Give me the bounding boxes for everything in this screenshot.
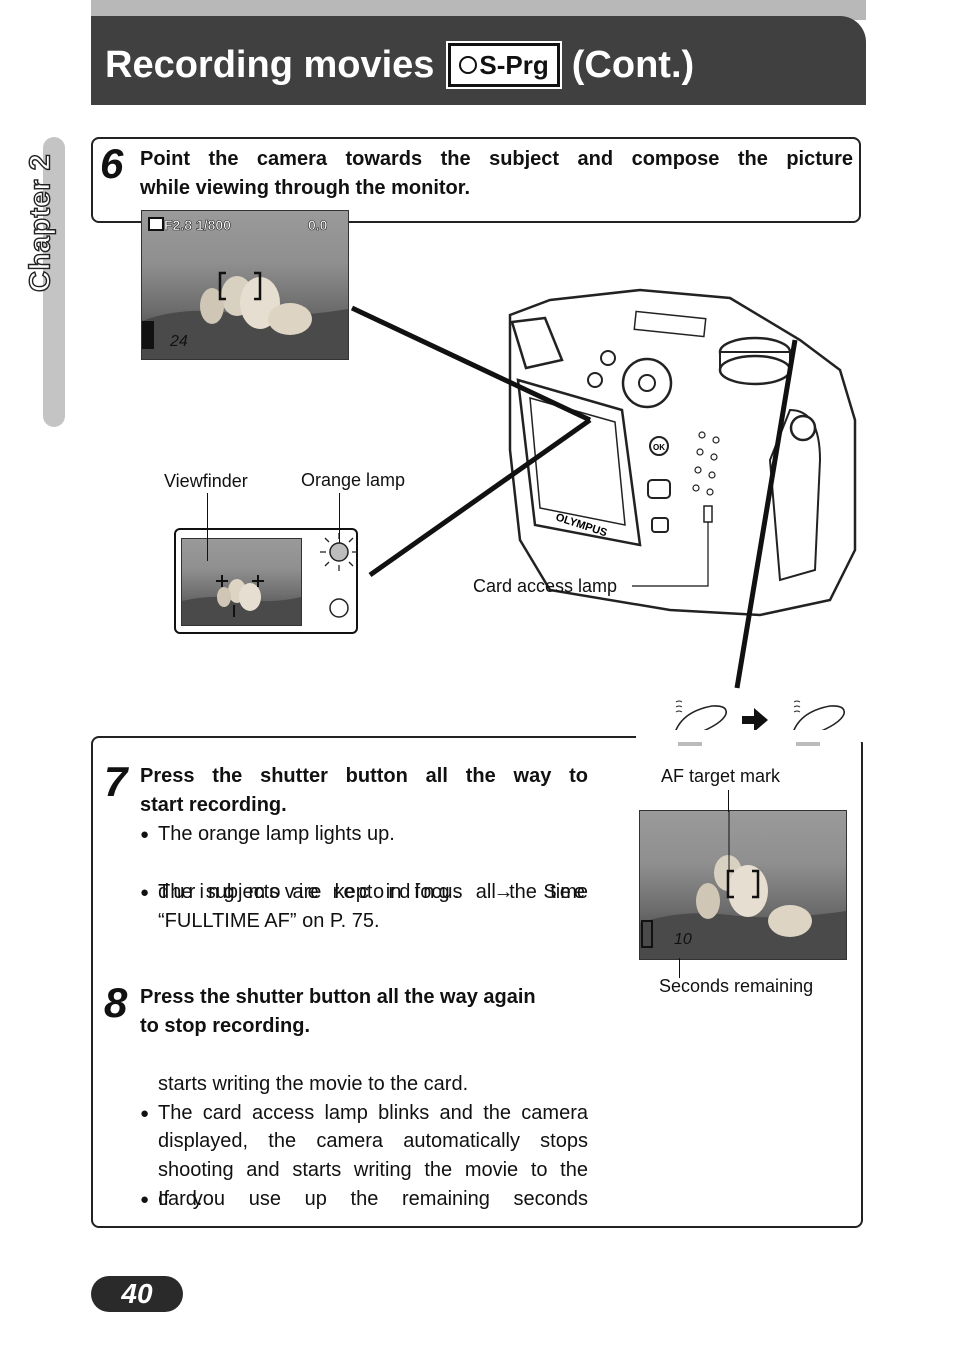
af-target-image: 10 bbox=[639, 810, 847, 960]
step7-b2-text: during movie recording. bbox=[158, 881, 464, 903]
movie-mode-icon bbox=[148, 217, 164, 231]
mode-badge-text: S-Prg bbox=[479, 49, 549, 80]
monitor-scene bbox=[142, 271, 348, 359]
seconds-leader bbox=[679, 958, 680, 978]
step6-number: 6 bbox=[100, 140, 124, 187]
header-top-strip bbox=[91, 0, 866, 20]
step8-bullet2-line3: shooting and starts writing the movie to… bbox=[158, 1159, 588, 1181]
camera-button-icon bbox=[647, 479, 671, 499]
macro-button-icon bbox=[587, 372, 603, 388]
step7-b2-arrow: → bbox=[493, 881, 514, 903]
step8-number: 8 bbox=[104, 979, 128, 1026]
page-title-suffix: (Cont.) bbox=[571, 43, 695, 86]
step7-number: 7 bbox=[104, 758, 128, 805]
label-card-access-lamp: Card access lamp bbox=[473, 576, 618, 596]
steps-7-8-box bbox=[91, 736, 863, 1228]
step7-bullet1: The orange lamp lights up. bbox=[140, 820, 606, 849]
card-access-lamp-icon bbox=[703, 505, 713, 523]
label-viewfinder: Viewfinder bbox=[164, 471, 248, 491]
chapter-label: Chapter 2 bbox=[24, 153, 57, 293]
page-number: 40 bbox=[91, 1276, 183, 1312]
flash-button-icon bbox=[600, 350, 616, 366]
ok-button-icon bbox=[649, 436, 669, 456]
step8-bullet2-line4: card. bbox=[158, 1188, 203, 1210]
step8-bullet1-line1: The card access lamp blinks and the came… bbox=[140, 1099, 588, 1128]
step8-head-line1: Press the shutter button all the way aga… bbox=[140, 986, 536, 1008]
label-orange-lamp: Orange lamp bbox=[301, 470, 406, 490]
ael-button-icon bbox=[651, 517, 669, 533]
viewfinder-scene bbox=[182, 575, 301, 625]
page-title-text: Recording movies bbox=[105, 43, 435, 86]
monitor-image: F2.8 1/800 0.0 24 bbox=[141, 210, 349, 360]
viewfinder-image bbox=[181, 538, 302, 626]
box-gap bbox=[636, 730, 866, 742]
label-af-target-mark: AF target mark bbox=[661, 766, 781, 786]
shutter-press-sequence bbox=[652, 700, 846, 746]
monitor-remaining: 24 bbox=[170, 333, 188, 350]
page-title: Recording movies S-Prg (Cont.) bbox=[105, 40, 694, 90]
af-remaining: 10 bbox=[674, 931, 692, 948]
monitor-readout: F2.8 1/800 bbox=[164, 217, 232, 234]
orange-lamp-icon bbox=[320, 533, 358, 618]
camera-illustration: OLYMPUS OK bbox=[350, 288, 857, 689]
step7-b2-see: See bbox=[543, 881, 588, 903]
mode-badge: S-Prg bbox=[446, 41, 562, 89]
step7-bullet2-line2: during movie recording. → See bbox=[158, 878, 588, 907]
orange-lamp-leader bbox=[339, 493, 340, 543]
green-lamp-icon bbox=[329, 598, 349, 618]
step7-bullet2-line1: The subjects are kept in focus all the t… bbox=[140, 878, 588, 907]
ok-label: OK bbox=[653, 443, 665, 452]
viewfinder-leader bbox=[207, 493, 208, 561]
monitor-exposure: 0.0 bbox=[308, 217, 328, 234]
step8-head-line2: to stop recording. bbox=[140, 1015, 310, 1037]
step8-bullet2-line1: If you use up the remaining seconds bbox=[140, 1185, 588, 1214]
step8-bullet1-line2: starts writing the movie to the card. bbox=[158, 1073, 469, 1095]
step6-line2: while viewing through the monitor. bbox=[140, 177, 470, 199]
step7-head-line2: start recording. bbox=[140, 794, 287, 816]
chapter-tab bbox=[43, 137, 65, 427]
step7-head-line1: Press the shutter button all the way to bbox=[140, 765, 588, 787]
af-target-leader bbox=[728, 790, 729, 812]
label-seconds-remaining: Seconds remaining bbox=[659, 976, 814, 996]
arrow-right-icon bbox=[742, 708, 768, 732]
af-scene bbox=[640, 811, 846, 959]
mode-dial-icon bbox=[459, 56, 478, 74]
step8-bullet2-line2: displayed, the camera automatically stop… bbox=[158, 1130, 588, 1152]
step7-bullet2-line3: “FULLTIME AF” on P. 75. bbox=[158, 910, 380, 932]
step6-box bbox=[91, 137, 861, 223]
step6-line1: Point the camera towards the subject and… bbox=[140, 148, 853, 170]
